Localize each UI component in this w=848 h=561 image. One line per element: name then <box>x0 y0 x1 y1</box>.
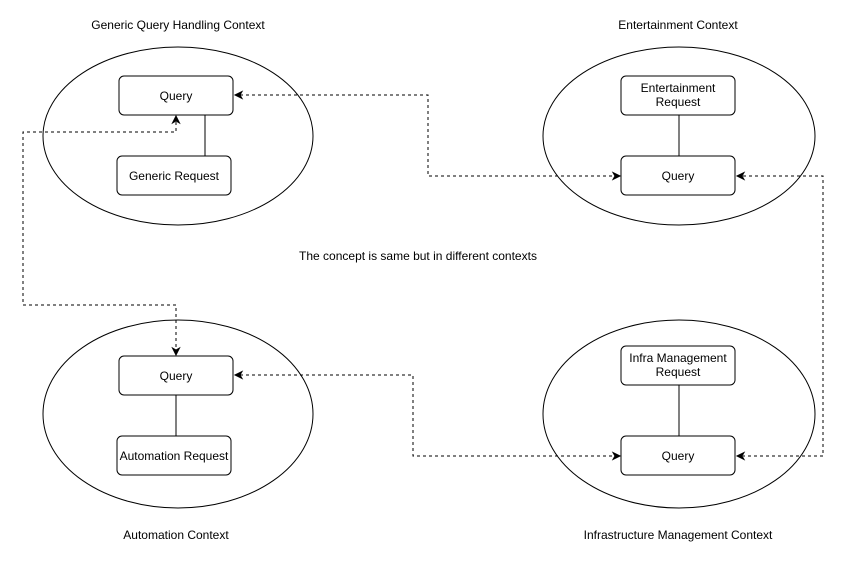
entertainment-query-node: Query <box>620 155 736 196</box>
arrowhead-entertainment-query-left <box>611 171 622 181</box>
generic-query-node: Query <box>118 75 234 116</box>
arrowhead-entertainment-query-right <box>735 171 746 181</box>
entertainment-request-node: Entertainment Request <box>620 75 736 116</box>
infra-request-node: Infra Management Request <box>620 345 736 386</box>
arrowhead-automation-query-top <box>171 346 181 357</box>
arrowhead-automation-query-right <box>233 370 244 380</box>
generic-request-label: Generic Request <box>129 169 220 183</box>
generic-request-node: Generic Request <box>116 155 232 196</box>
entertainment-query-label: Query <box>662 169 695 183</box>
automation-request-label: Automation Request <box>120 449 229 463</box>
diagram-caption: The concept is same but in different con… <box>299 249 537 263</box>
entertainment-request-label-line2: Request <box>656 95 701 109</box>
generic-context-ellipse <box>42 46 314 226</box>
automation-query-label: Query <box>160 369 193 383</box>
generic-automation-link <box>22 122 177 349</box>
arrowhead-generic-query-bottom <box>171 114 181 125</box>
infra-request-label-line1: Infra Management <box>629 351 727 365</box>
generic-context-title: Generic Query Handling Context <box>91 18 265 32</box>
entertainment-request-label-line1: Entertainment <box>641 81 716 95</box>
infra-context-title: Infrastructure Management Context <box>584 528 773 542</box>
arrowhead-infra-query-right <box>735 451 746 461</box>
automation-context-title: Automation Context <box>123 528 229 542</box>
generic-query-label: Query <box>160 89 193 103</box>
infra-query-label: Query <box>662 449 695 463</box>
automation-request-node: Automation Request <box>116 435 232 476</box>
generic-entertainment-link <box>240 94 614 177</box>
infra-query-node: Query <box>620 435 736 476</box>
entertainment-context-title: Entertainment Context <box>618 18 738 32</box>
automation-context-ellipse <box>42 319 314 509</box>
arrowhead-infra-query-left <box>611 451 622 461</box>
arrowhead-generic-query-right <box>233 90 244 100</box>
automation-infra-link <box>240 374 614 457</box>
infra-request-label-line2: Request <box>656 365 701 379</box>
automation-query-node: Query <box>118 355 234 396</box>
